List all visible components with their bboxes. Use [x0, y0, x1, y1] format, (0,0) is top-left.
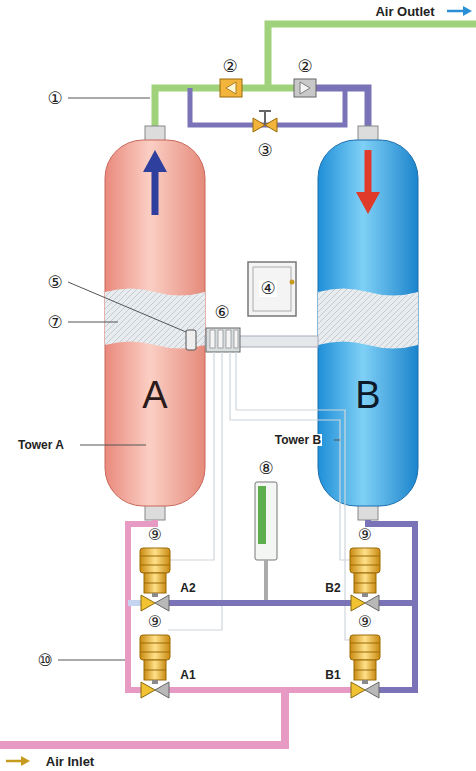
callout-number: ⑨ — [357, 527, 373, 543]
valve-name: A2 — [179, 582, 196, 594]
callout-number: ② — [296, 58, 313, 75]
valve-name: A1 — [179, 669, 196, 681]
callout-number: ⑨ — [357, 614, 373, 630]
callout-number: ① — [46, 90, 63, 107]
callout-number: ③ — [256, 142, 273, 159]
valve-name: B1 — [324, 669, 341, 681]
part-name: Tower A — [17, 439, 65, 451]
valve-name: B2 — [324, 582, 341, 594]
tower-b: B — [318, 140, 418, 506]
part-name: Tower B — [274, 434, 322, 446]
callout-number: ⑤ — [46, 274, 63, 291]
callout-number: ⑩ — [36, 652, 53, 669]
callout-number: ⑧ — [257, 460, 274, 477]
flow-label: Air Inlet — [45, 755, 95, 768]
callout-number: ⑨ — [147, 614, 163, 630]
tower-a: A — [105, 140, 205, 506]
callout-number: ② — [221, 58, 238, 75]
callout-number: ⑥ — [213, 304, 230, 321]
flow-label: Air Outlet — [374, 5, 435, 18]
tower-letter: A — [105, 376, 205, 414]
callout-number: ⑦ — [46, 314, 63, 331]
tower-letter: B — [318, 376, 418, 414]
callout-number: ⑨ — [147, 527, 163, 543]
callout-number: ④ — [259, 280, 276, 297]
